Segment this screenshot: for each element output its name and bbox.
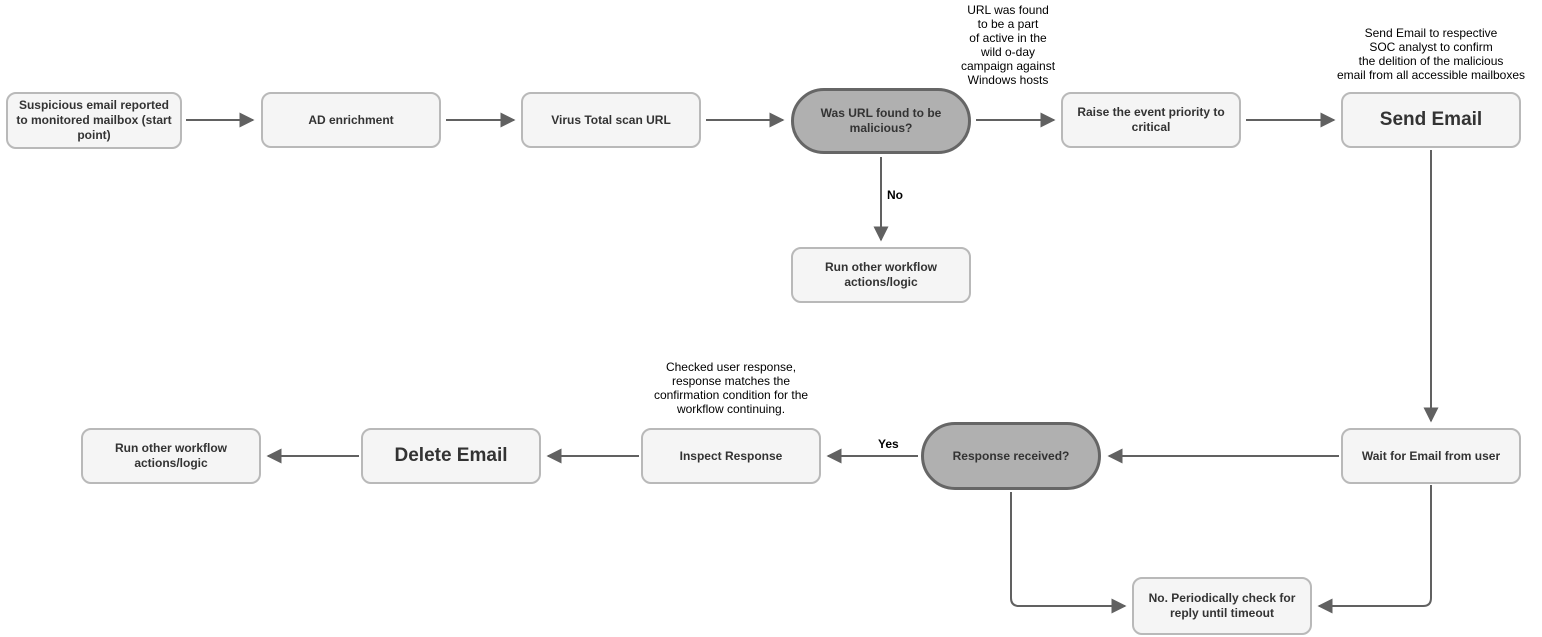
node-label: Wait for Email from user (1361, 448, 1501, 463)
edge-label-no: No (887, 188, 903, 202)
node-ad-enrichment[interactable]: AD enrichment (261, 92, 441, 148)
node-label: Virus Total scan URL (551, 112, 671, 127)
node-inspect-response[interactable]: Inspect Response (641, 428, 821, 484)
node-run-other-workflow-top[interactable]: Run other workflow actions/logic (791, 247, 971, 303)
connector-wait-to-periodic-check (1317, 485, 1432, 614)
node-wait-for-email[interactable]: Wait for Email from user (1341, 428, 1521, 484)
node-decision-url-malicious[interactable]: Was URL found to be malicious? (791, 88, 971, 154)
node-label: AD enrichment (308, 112, 394, 127)
node-send-email[interactable]: Send Email (1341, 92, 1521, 148)
node-label: Raise the event priority to critical (1077, 105, 1225, 134)
node-label: Response received? (952, 448, 1070, 463)
node-raise-priority[interactable]: Raise the event priority to critical (1061, 92, 1241, 148)
node-label: Run other workflow actions/logic (115, 441, 227, 470)
node-label: Run other workflow actions/logic (825, 260, 937, 289)
node-label: Delete Email (394, 445, 508, 467)
edge-label-yes: Yes (878, 437, 899, 451)
node-decision-response-received[interactable]: Response received? (921, 422, 1101, 490)
node-label: Was URL found to be malicious? (820, 106, 942, 135)
node-label: No. Periodically check for reply until t… (1148, 591, 1296, 620)
node-delete-email[interactable]: Delete Email (361, 428, 541, 484)
node-start[interactable]: Suspicious email reported to monitored m… (6, 92, 182, 149)
node-label: Send Email (1379, 109, 1483, 131)
node-periodic-check[interactable]: No. Periodically check for reply until t… (1132, 577, 1312, 635)
connector-response-received-to-periodic-check (1010, 492, 1127, 614)
node-run-other-workflow-bottom[interactable]: Run other workflow actions/logic (81, 428, 261, 484)
annotation-inspect-response-note: Checked user response, response matches … (653, 360, 809, 416)
annotation-zero-day-campaign: URL was found to be a part of active in … (960, 3, 1056, 87)
node-virus-total-scan[interactable]: Virus Total scan URL (521, 92, 701, 148)
annotation-send-email-note: Send Email to respective SOC analyst to … (1336, 26, 1526, 82)
node-label: Suspicious email reported to monitored m… (16, 98, 172, 142)
node-label: Inspect Response (679, 448, 783, 463)
